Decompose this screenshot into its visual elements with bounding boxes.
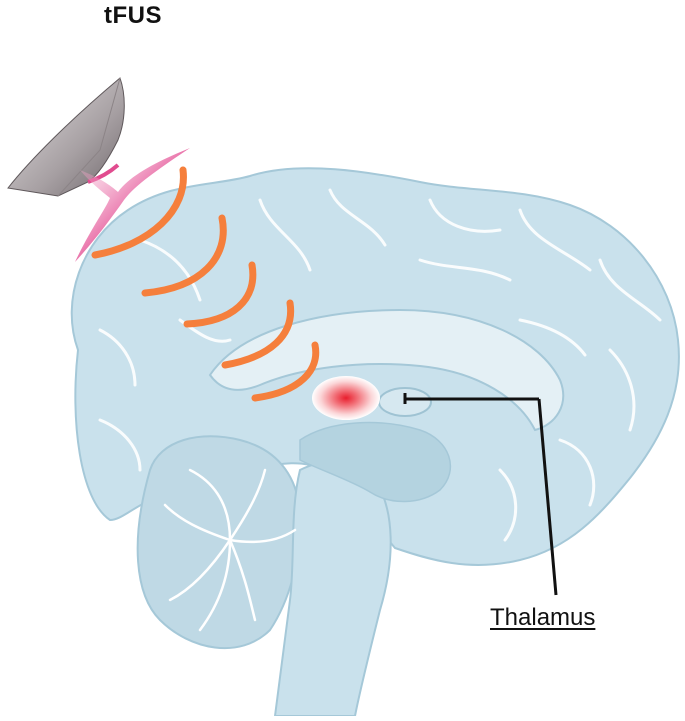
wave-arc-4 (221, 299, 295, 369)
corpus-callosum (208, 308, 565, 432)
diagram-title: tFUS (104, 2, 162, 29)
wave-arc-1 (91, 166, 187, 259)
thalamus-label: Thalamus (490, 604, 596, 631)
wave-arc-3 (183, 261, 257, 328)
ultrasound-wave-arcs (91, 166, 320, 402)
cerebellum-folia (163, 468, 297, 632)
wave-arc-5 (251, 341, 320, 402)
focal-spot (312, 376, 380, 420)
inner-region (299, 421, 451, 503)
leader-line (403, 393, 558, 596)
ultrasound-transducer-icon (7, 77, 125, 197)
wave-arc-2 (141, 214, 227, 297)
cerebellum (136, 435, 302, 650)
